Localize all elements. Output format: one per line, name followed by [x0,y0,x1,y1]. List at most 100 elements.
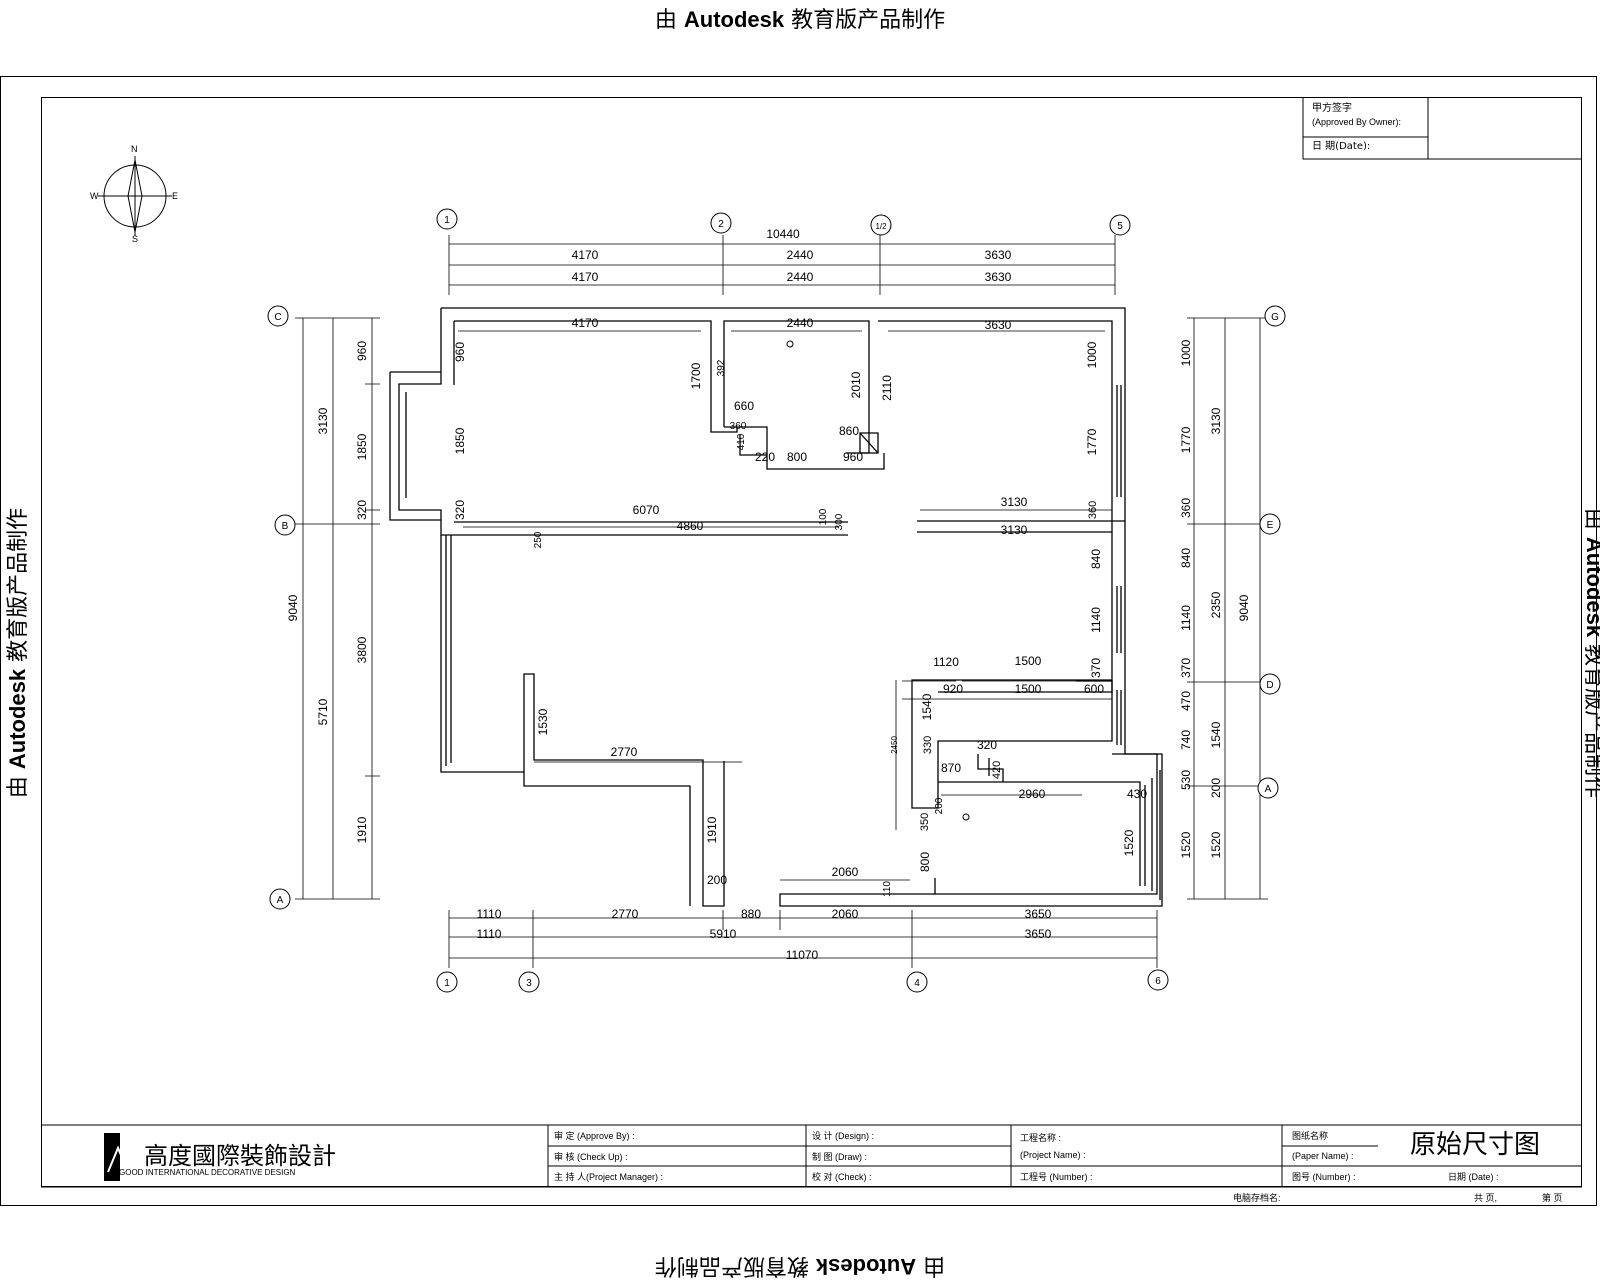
axis-top-4: 5 [1117,221,1123,232]
tb-paper-number: 图号 (Number) : [1292,1172,1356,1182]
dim-right-in-7: 470 [1179,691,1193,711]
dim-int: 300 [834,513,845,530]
dim-right-mid-2: 2350 [1209,591,1223,618]
dim-int: 1500 [1015,654,1042,668]
axis-bottom-2: 3 [526,978,532,989]
dim-right-mid-3: 1540 [1209,721,1223,748]
dim-int: 1770 [1085,428,1099,455]
axis-left-1: C [274,312,281,323]
dim-int: 660 [734,399,754,413]
title-block [41,1124,1582,1188]
dim-int: 320 [977,738,997,752]
dim-right-mid-5: 1520 [1209,831,1223,858]
dim-bot-3: 880 [741,907,761,921]
dim-bot2-3: 3650 [1025,927,1052,941]
dim-bot2-2: 5910 [710,927,737,941]
dim-int: 1520 [1122,829,1136,856]
dim-top-2a: 2440 [787,248,814,262]
dim-int: 3630 [985,318,1012,332]
approval-owner: 甲方签字 [1312,101,1352,114]
dim-int: 220 [755,450,775,464]
dim-int: 6070 [633,503,660,517]
dim-int: 960 [453,342,467,362]
dim-int: 330 [922,736,934,754]
dim-int: 320 [453,500,467,520]
tb-file-name: 电脑存档名: [1233,1192,1281,1203]
dim-int: 860 [839,424,859,438]
axis-bottom-3: 4 [914,978,920,989]
tb-paper-name-en: (Paper Name) : [1292,1151,1354,1161]
dim-int: 1120 [933,655,959,669]
floor-plan-walls [389,307,1163,907]
dim-int: 1140 [1089,607,1103,633]
dim-int: 110 [882,881,893,897]
dim-top-3a: 3630 [985,248,1012,262]
tb-draw: 制 图 (Draw) : [812,1151,867,1162]
dim-right-mid-1: 3130 [1209,407,1223,434]
dim-int: 250 [533,531,544,548]
axis-bubbles [267,208,1286,993]
dim-int: 200 [707,873,727,887]
dim-right-in-5: 1140 [1179,605,1193,631]
compass-n: N [131,144,138,154]
dim-int: 1850 [453,427,467,454]
dim-int: 1500 [1015,682,1042,696]
dim-int: 800 [918,852,932,872]
dim-int: 360 [1087,501,1099,519]
dim-int: 2010 [849,371,863,398]
axis-bottom-4: 6 [1155,976,1161,987]
dim-int: 1000 [1085,341,1099,368]
tb-project-name-en: (Project Name) : [1020,1150,1086,1160]
dim-right-outer: 9040 [1237,594,1251,621]
dim-int: 1700 [689,362,703,389]
dim-bot-1: 1110 [477,907,502,921]
drawing-title: 原始尺寸图 [1410,1130,1540,1160]
tb-project-name: 工程名称 : [1020,1132,1061,1143]
company-name-en: GOOD INTERNATIONAL DECORATIVE DESIGN [119,1168,296,1177]
dim-int: 4170 [572,316,599,330]
dim-int: 800 [787,450,807,464]
dim-int: 3130 [1001,495,1028,509]
dim-top-1b: 4170 [572,270,599,284]
watermark-top: 由 Autodesk 教育版产品制作 [654,7,946,33]
dim-int: 3130 [1001,523,1028,537]
dim-right-in-4: 840 [1179,548,1193,568]
axis-left-3: A [277,895,284,906]
dim-right-mid-4: 200 [1209,778,1223,798]
dim-right-in-3: 360 [1179,498,1193,518]
dim-top-2b: 2440 [787,270,814,284]
approval-owner-en: (Approved By Owner): [1312,117,1401,127]
dim-int: 870 [941,761,961,775]
axis-top-2: 2 [718,219,724,230]
dim-right-in-6: 370 [1179,658,1193,678]
tb-total: 共 页, [1474,1193,1497,1203]
approval-box [1302,97,1582,160]
dim-bot2-1: 1110 [477,927,502,941]
approval-date: 日 期(Date): [1312,140,1370,152]
company-name: 高度國際裝飾設計 [144,1142,336,1170]
axis-top-1: 1 [444,215,450,226]
dim-int: 370 [1089,658,1103,678]
dim-int: 600 [1084,682,1104,696]
dim-int: 2440 [787,316,814,330]
compass-s: S [132,234,138,244]
dim-int: 420 [991,761,1003,779]
dim-int: 100 [818,508,829,525]
compass-e: E [172,191,178,201]
axis-top-3: 1/2 [875,222,887,231]
tb-design: 设 计 (Design) : [812,1130,874,1141]
sheet-border-outer [0,76,1597,1206]
tb-number: 工程号 (Number) : [1020,1172,1093,1182]
axis-left-2: B [282,521,289,532]
tb-approve: 审 定 (Approve By) : [554,1130,635,1141]
dim-left-in-5: 1910 [355,816,369,843]
dim-left-in-1: 960 [355,341,369,361]
tb-paper-date: 日期 (Date) : [1448,1172,1499,1182]
dim-int: 2450 [890,736,899,754]
tb-manager: 主 持 人(Project Manager) : [554,1171,663,1182]
dim-int: 960 [843,450,863,464]
dim-bot-4: 2060 [832,907,859,921]
dim-int: 2960 [1019,787,1046,801]
dim-int: 200 [934,797,945,814]
dim-right-in-2: 1770 [1179,426,1193,453]
